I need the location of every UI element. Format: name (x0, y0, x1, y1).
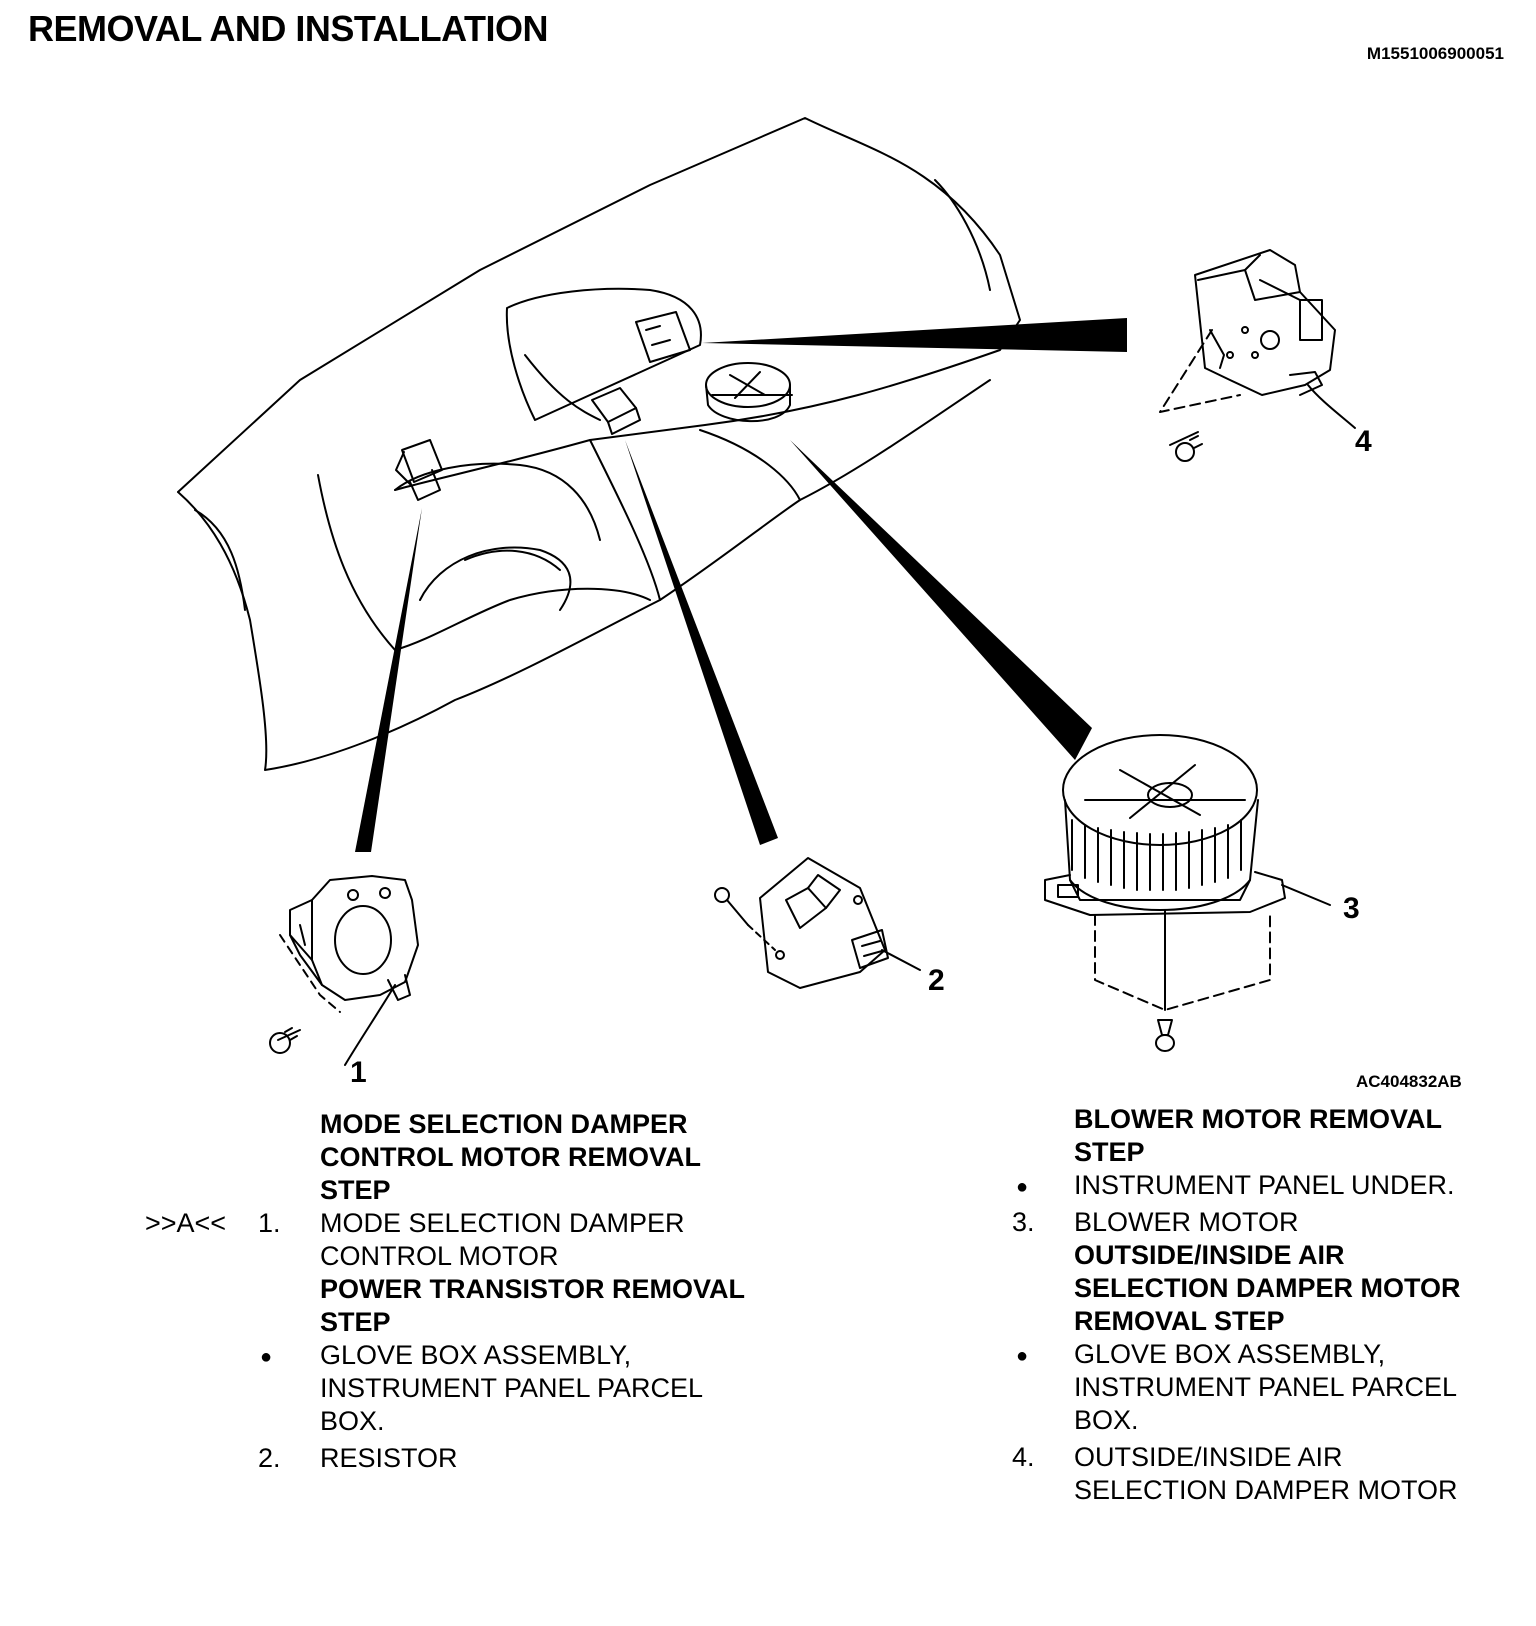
bullet-item: ● GLOVE BOX ASSEMBLY, INSTRUMENT PANEL P… (260, 1340, 704, 1436)
bullet-icon: ● (1016, 1176, 1029, 1198)
part-2-resistor (714, 857, 921, 989)
dash-part-blower (705, 362, 793, 423)
heading-power-transistor-removal: POWER TRANSISTOR REMOVAL STEP (320, 1274, 746, 1337)
part-3-blower-motor (1044, 734, 1331, 1052)
dash-part-resistor (591, 387, 641, 435)
step-3: 3. BLOWER MOTOR (1012, 1207, 1299, 1237)
service-point-tag: >>A<< (145, 1208, 227, 1238)
step-number: 3. (1012, 1207, 1035, 1237)
component-location-illustration: 1 2 3 4 (177, 117, 1372, 1089)
step-1: >>A<< 1. MODE SELECTION DAMPER CONTROL M… (145, 1208, 685, 1271)
step-4: 4. OUTSIDE/INSIDE AIR SELECTION DAMPER M… (1012, 1442, 1458, 1505)
dashboard-outline (177, 117, 1021, 771)
heading-mode-motor-removal: MODE SELECTION DAMPER CONTROL MOTOR REMO… (320, 1109, 701, 1205)
callout-1: 1 (350, 1056, 367, 1089)
figure-id: AC404832AB (1356, 1072, 1462, 1091)
document-id: M1551006900051 (1366, 44, 1504, 63)
bullet-item: ● GLOVE BOX ASSEMBLY, INSTRUMENT PANEL P… (1016, 1339, 1458, 1435)
step-number: 4. (1012, 1442, 1035, 1472)
step-2: 2. RESISTOR (258, 1443, 458, 1473)
step-number: 2. (258, 1443, 281, 1473)
bullet-item: ● INSTRUMENT PANEL UNDER. (1012, 1169, 1512, 1202)
dash-part-damper-motor (635, 311, 691, 363)
page-title: REMOVAL AND INSTALLATION (28, 8, 548, 49)
bullet-icon: ● (260, 1346, 273, 1368)
bullet-icon: ● (1016, 1345, 1029, 1367)
part-1-mode-motor (269, 875, 419, 1066)
part-4-damper-motor (1159, 249, 1356, 462)
right-column: BLOWER MOTOR REMOVAL STEP ● INSTRUMENT P… (1012, 1103, 1512, 1507)
callout-3: 3 (1343, 892, 1360, 925)
left-column: MODE SELECTION DAMPER CONTROL MOTOR REMO… (145, 1108, 805, 1475)
callout-2: 2 (928, 964, 945, 997)
heading-blower-removal: BLOWER MOTOR REMOVAL STEP (1074, 1104, 1442, 1167)
callout-4: 4 (1355, 425, 1372, 458)
wedge-leaders (355, 318, 1127, 852)
heading-damper-motor-removal: OUTSIDE/INSIDE AIR SELECTION DAMPER MOTO… (1074, 1240, 1461, 1336)
step-number: 1. (258, 1208, 281, 1238)
dash-part-mode-motor (395, 439, 443, 501)
